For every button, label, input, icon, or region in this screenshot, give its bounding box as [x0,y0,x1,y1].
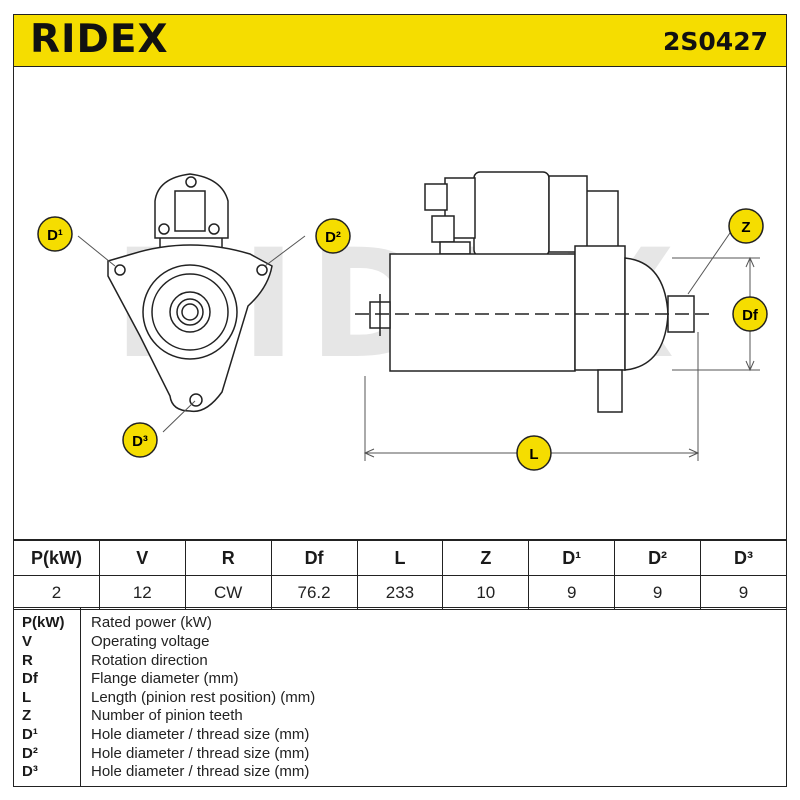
side-view [355,171,715,413]
legend-desc: Length (pinion rest position) (mm) [91,689,316,706]
legend-item: D³ Hole diameter / thread size (mm) [14,763,788,781]
svg-text:Z: Z [741,219,750,236]
legend-desc: Flange diameter (mm) [91,670,239,687]
spec-value-teeth: 10 [442,575,530,610]
spec-value-d2: 9 [614,575,701,610]
spec-value-d3: 9 [700,575,787,610]
svg-text:D³: D³ [132,433,148,450]
legend-desc: Rated power (kW) [91,614,212,631]
callout-d2: D² [315,218,351,254]
spec-header-row: P(kW) V R Df L Z D¹ D² D³ [13,540,787,576]
legend-desc: Number of pinion teeth [91,707,243,724]
legend-desc: Hole diameter / thread size (mm) [91,726,310,743]
legend-item: L Length (pinion rest position) (mm) [14,689,788,707]
legend-key: Z [22,707,32,724]
legend-item: Z Number of pinion teeth [14,707,788,725]
drawing-frame [13,66,787,540]
spec-header-voltage: V [98,540,186,576]
legend-desc: Hole diameter / thread size (mm) [91,763,310,780]
dimension-lines [77,229,760,461]
callout-d3: D³ [122,422,158,458]
legend-item: D¹ Hole diameter / thread size (mm) [14,726,788,744]
legend-key: P(kW) [22,614,65,631]
legend-key: V [22,633,33,650]
spec-header-d2: D² [614,540,701,576]
callout-z: Z [728,208,764,244]
legend-item: P(kW) Rated power (kW) [14,614,788,632]
spec-header-rotation: R [184,540,272,576]
part-number: 2S0427 [663,27,768,56]
technical-drawing: RIDEX [37,171,768,471]
legend-desc: Hole diameter / thread size (mm) [91,745,310,762]
legend-desc: Rotation direction [91,652,208,669]
legend-divider [80,608,81,786]
spec-value-length: 233 [356,575,444,610]
legend-box: P(kW) Rated power (kW) V Operating volta… [13,607,787,787]
brand-logo: RIDEX [30,17,169,62]
svg-text:D²: D² [325,229,341,246]
callout-d1: D¹ [37,216,73,252]
legend-item: R Rotation direction [14,652,788,670]
legend-key: L [22,689,32,706]
front-view [107,173,273,413]
legend-key: D² [22,745,38,762]
legend-desc: Operating voltage [91,633,210,650]
spec-value-flange: 76.2 [270,575,358,610]
spec-header-length: L [356,540,444,576]
spec-header-power: P(kW) [13,540,100,576]
svg-text:Df: Df [742,307,759,324]
spec-header-teeth: Z [442,540,530,576]
spec-header-d3: D³ [700,540,787,576]
spec-value-row: 2 12 CW 76.2 233 10 9 9 9 [13,575,787,610]
callout-df: Df [732,296,768,332]
spec-value-rotation: CW [184,575,272,610]
spec-value-power: 2 [13,575,100,610]
spec-header-d1: D¹ [528,540,616,576]
legend-item: V Operating voltage [14,633,788,651]
legend-key: R [22,652,33,669]
svg-text:L: L [529,446,538,463]
spec-header-flange: Df [270,540,358,576]
legend-item: D² Hole diameter / thread size (mm) [14,745,788,763]
legend-key: D³ [22,763,38,780]
spec-value-voltage: 12 [98,575,186,610]
svg-text:D¹: D¹ [47,227,63,244]
spec-value-d1: 9 [528,575,616,610]
callout-l: L [516,435,552,471]
legend-key: Df [22,670,38,687]
legend-key: D¹ [22,726,38,743]
header-bar: RIDEX 2S0427 [13,14,787,67]
spec-table: P(kW) V R Df L Z D¹ D² D³ 2 12 CW 76.2 2… [13,540,787,610]
legend-item: Df Flange diameter (mm) [14,670,788,688]
